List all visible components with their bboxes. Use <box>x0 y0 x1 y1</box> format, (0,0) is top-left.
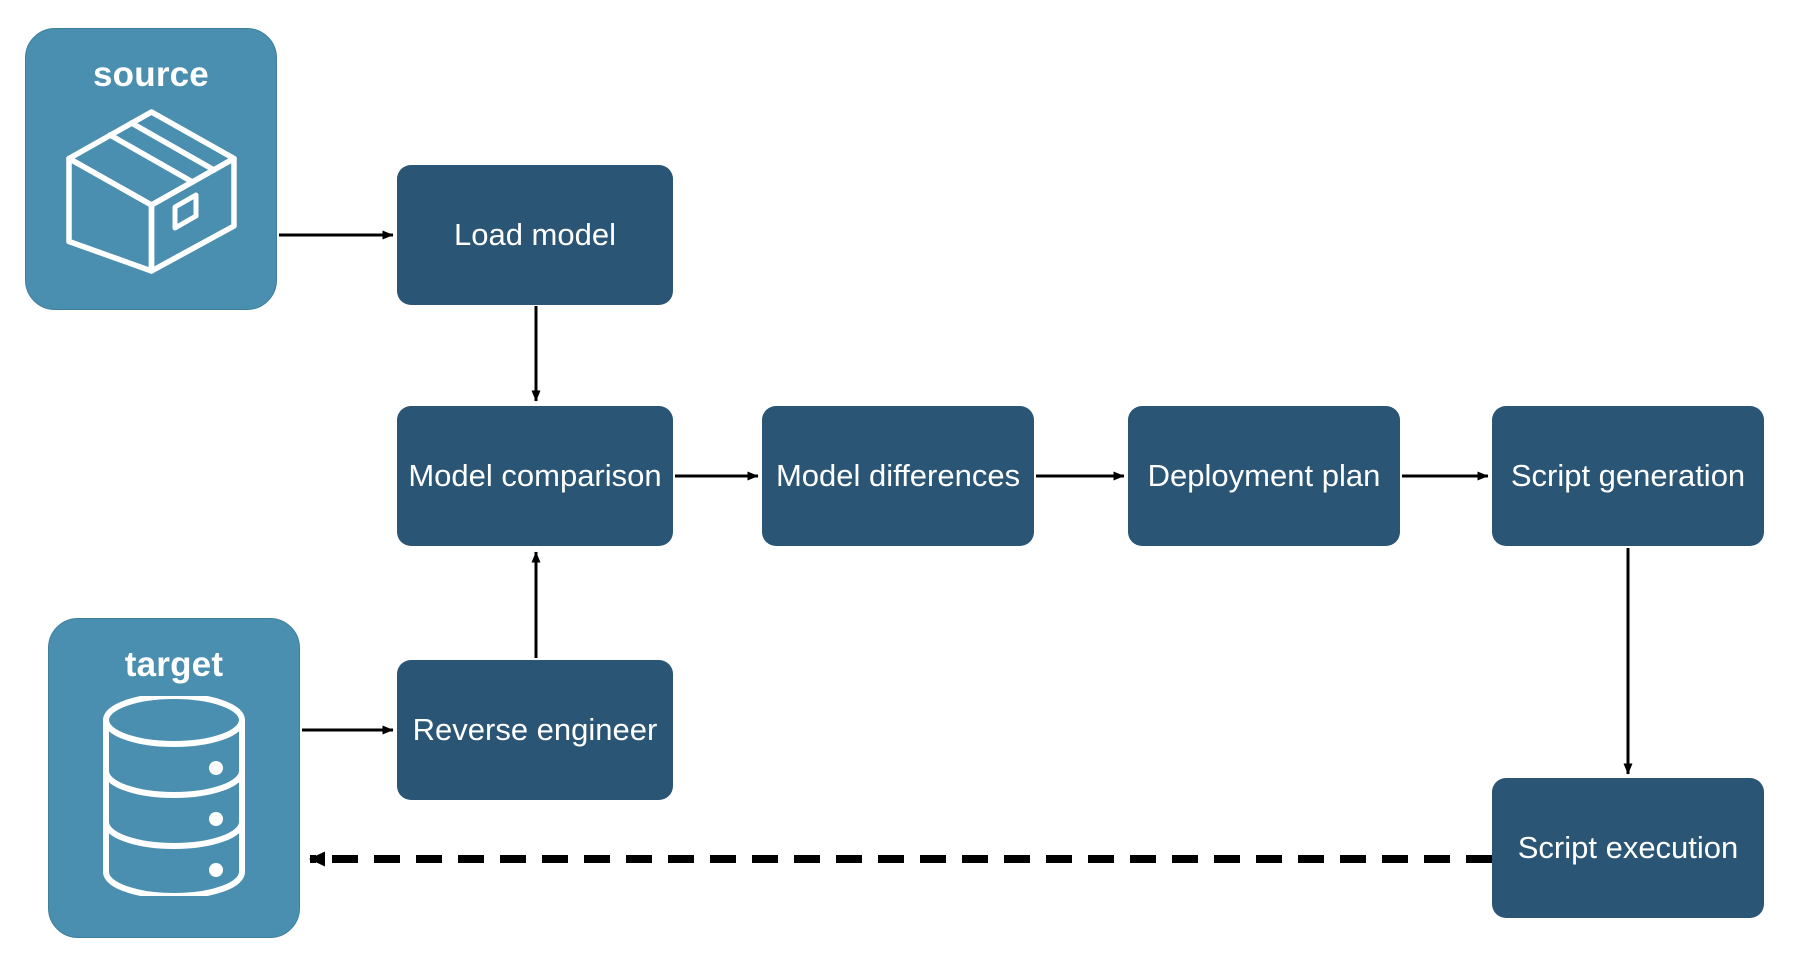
process-label-model-comparison: Model comparison <box>408 458 662 494</box>
process-node-model-comparison[interactable]: Model comparison <box>397 406 673 546</box>
package-box-icon <box>59 104 244 284</box>
database-cylinder-icon <box>98 693 250 901</box>
process-node-model-differences[interactable]: Model differences <box>762 406 1034 546</box>
process-label-model-differences: Model differences <box>775 458 1021 494</box>
process-node-load-model[interactable]: Load model <box>397 165 673 305</box>
process-label-script-generation: Script generation <box>1510 458 1746 494</box>
process-label-deployment-plan: Deployment plan <box>1147 458 1381 494</box>
process-node-reverse-engineer[interactable]: Reverse engineer <box>397 660 673 800</box>
process-label-script-execution: Script execution <box>1517 830 1739 866</box>
source-endpoint-label: source <box>93 55 209 94</box>
process-label-load-model: Load model <box>453 217 616 253</box>
process-node-script-execution[interactable]: Script execution <box>1492 778 1764 918</box>
target-endpoint-node[interactable]: target <box>48 618 300 938</box>
process-label-reverse-engineer: Reverse engineer <box>412 712 658 748</box>
target-endpoint-label: target <box>124 645 224 684</box>
source-endpoint-node[interactable]: source <box>25 28 277 310</box>
process-node-script-generation[interactable]: Script generation <box>1492 406 1764 546</box>
process-node-deployment-plan[interactable]: Deployment plan <box>1128 406 1400 546</box>
